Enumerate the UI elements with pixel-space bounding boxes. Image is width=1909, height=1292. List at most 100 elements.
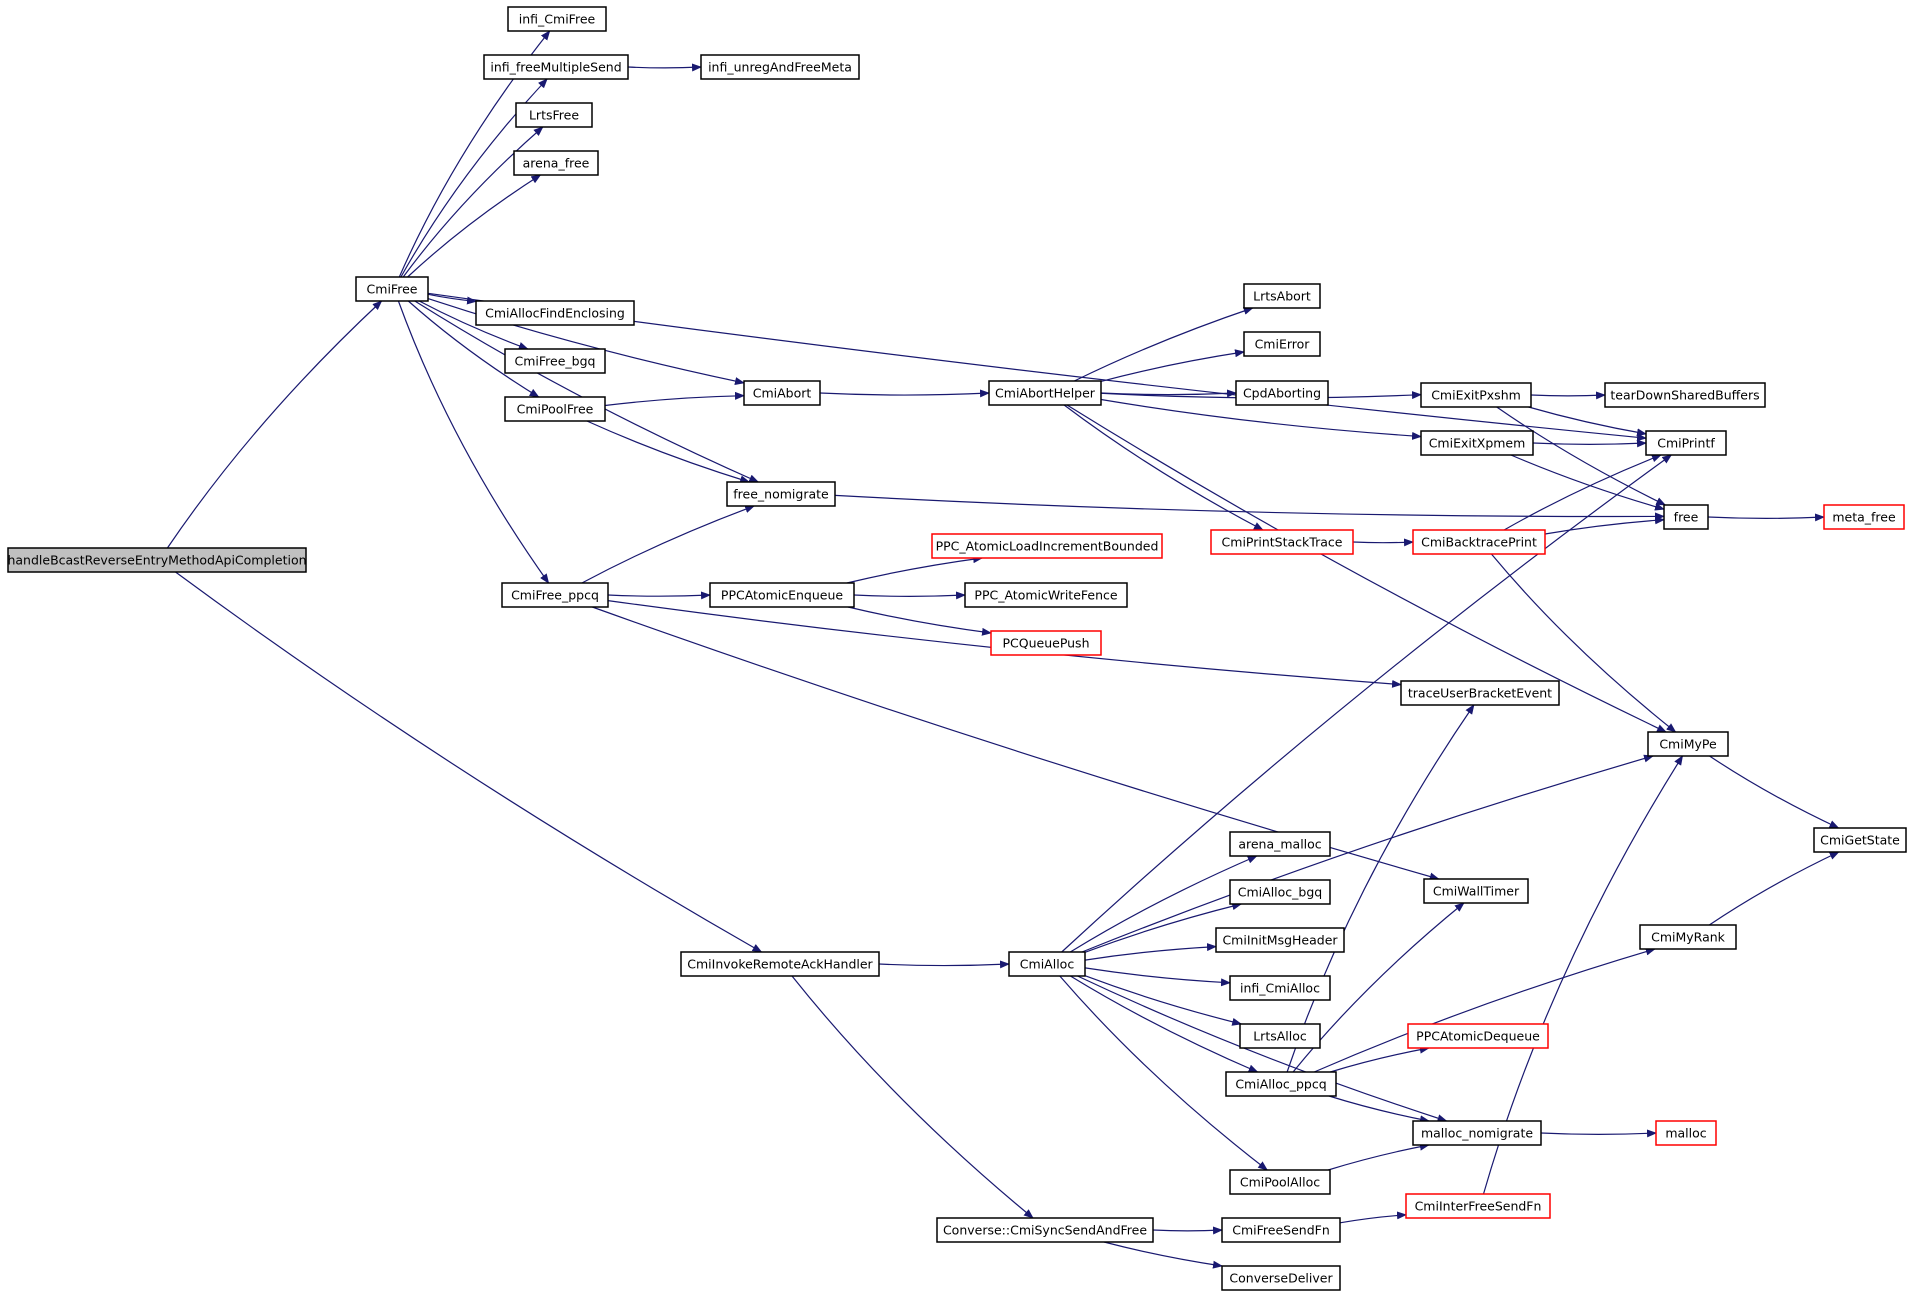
edge-cmifree-ppcq-to-free-nomigrate — [581, 505, 756, 584]
node-box — [1420, 430, 1534, 456]
node-converse-cmisyncsendandfree[interactable]: Converse::CmiSyncSendAndFree — [936, 1217, 1154, 1243]
node-cmimyrank[interactable]: CmiMyRank — [1639, 924, 1737, 950]
node-layer: handleBcastReverseEntryMethodApiCompleti… — [7, 6, 1907, 1291]
edge — [1544, 516, 1665, 535]
node-teardownsharedbuffers[interactable]: tearDownSharedBuffers — [1604, 382, 1766, 408]
node-cpdaborting[interactable]: CpdAborting — [1235, 380, 1329, 406]
node-cmibacktraceprint[interactable]: CmiBacktracePrint — [1412, 529, 1546, 555]
node-label: CmiPoolFree — [517, 402, 594, 417]
node-meta-free[interactable]: meta_free — [1823, 504, 1905, 530]
node-cmiallocfindenclosing[interactable]: CmiAllocFindEnclosing — [475, 300, 635, 326]
node-label: CmiInitMsgHeader — [1222, 933, 1338, 948]
edge — [1084, 943, 1217, 961]
node-handlebcastreverseentrymethodapicompletion[interactable]: handleBcastReverseEntryMethodApiCompleti… — [7, 547, 307, 573]
node-ppcatomicdequeue[interactable]: PPCAtomicDequeue — [1407, 1023, 1549, 1049]
edge-cmiprintstacktrace-to-cmibacktraceprint — [1352, 538, 1414, 547]
node-lrtsabort[interactable]: LrtsAbort — [1243, 283, 1321, 309]
node-traceuserbracketevent[interactable]: traceUserBracketEvent — [1400, 680, 1560, 706]
node-free[interactable]: free — [1663, 504, 1709, 530]
node-cmialloc[interactable]: CmiAlloc — [1008, 951, 1086, 977]
node-label: arena_free — [523, 156, 590, 171]
edge-cmifreesendfn-to-cmiinterfreesendfn — [1339, 1211, 1407, 1224]
edge — [427, 293, 477, 305]
edge — [1059, 975, 1268, 1171]
node-label: CmiInvokeRemoteAckHandler — [687, 957, 873, 972]
node-arena-free[interactable]: arena_free — [513, 150, 599, 176]
edge — [1510, 454, 1665, 511]
node-box — [1823, 504, 1905, 530]
node-free-nomigrate[interactable]: free_nomigrate — [726, 481, 836, 507]
node-cmierror[interactable]: CmiError — [1243, 331, 1321, 357]
node-malloc-nomigrate[interactable]: malloc_nomigrate — [1412, 1120, 1542, 1146]
node-label: CmiInterFreeSendFn — [1415, 1199, 1542, 1214]
edge — [1077, 975, 1448, 1123]
node-cmiexitpxshm[interactable]: CmiExitPxshm — [1420, 382, 1532, 408]
edge-cmifree-to-lrtsfree — [402, 126, 544, 278]
edge-cmialloc-to-cmialloc-bgq — [1084, 902, 1243, 953]
node-box — [1412, 529, 1546, 555]
node-arena-malloc[interactable]: arena_malloc — [1229, 831, 1331, 857]
node-cmialloc-bgq[interactable]: CmiAlloc_bgq — [1229, 879, 1331, 905]
node-cmiinterfreesendfn[interactable]: CmiInterFreeSendFn — [1405, 1193, 1551, 1219]
node-cmiinvokeremoteackhandler[interactable]: CmiInvokeRemoteAckHandler — [680, 951, 880, 977]
edge — [1707, 513, 1825, 522]
node-label: infi_CmiFree — [519, 12, 596, 27]
node-cmifreesendfn[interactable]: CmiFreeSendFn — [1221, 1217, 1341, 1243]
node-label: CmiFree — [367, 282, 418, 297]
node-infi-cmifree[interactable]: infi_CmiFree — [507, 6, 607, 32]
node-cmifree-bgq[interactable]: CmiFree_bgq — [504, 348, 606, 374]
node-cmiexitxpmem[interactable]: CmiExitXpmem — [1420, 430, 1534, 456]
edge-cmiexitpxshm-to-teardownsharedbuffers — [1530, 391, 1606, 400]
node-lrtsalloc[interactable]: LrtsAlloc — [1239, 1023, 1321, 1049]
node-cmifree-ppcq[interactable]: CmiFree_ppcq — [501, 582, 609, 608]
node-box — [1225, 1071, 1337, 1097]
edge-cmiabort-to-cmiaborthelper — [819, 389, 990, 398]
node-infi-freemultiplesend[interactable]: infi_freeMultipleSend — [483, 54, 629, 80]
node-cmiaborthelper[interactable]: CmiAbortHelper — [988, 380, 1102, 406]
node-lrtsfree[interactable]: LrtsFree — [515, 102, 593, 128]
node-pcqueuepush[interactable]: PCQueuePush — [990, 630, 1102, 656]
edge-cmialloc-ppcq-to-cmimyrank — [1313, 947, 1656, 1073]
node-cmiabort[interactable]: CmiAbort — [743, 380, 821, 406]
node-cmiwalltimer[interactable]: CmiWallTimer — [1423, 878, 1529, 904]
edge-handlebcastreverseentrymethodapicompletion-to-cmifree — [166, 300, 383, 549]
edge — [604, 391, 745, 407]
node-ppc-atomicwritefence[interactable]: PPC_AtomicWriteFence — [964, 582, 1128, 608]
node-malloc[interactable]: malloc — [1655, 1120, 1717, 1146]
node-box — [709, 582, 855, 608]
node-infi-cmialloc[interactable]: infi_CmiAlloc — [1229, 975, 1331, 1001]
node-label: LrtsFree — [529, 108, 579, 123]
edge — [1066, 404, 1667, 733]
node-cmialloc-ppcq[interactable]: CmiAlloc_ppcq — [1225, 1071, 1337, 1097]
node-cmiprintf[interactable]: CmiPrintf — [1645, 430, 1727, 456]
node-box — [1400, 680, 1560, 706]
node-cmipoolalloc[interactable]: CmiPoolAlloc — [1229, 1169, 1331, 1195]
node-label: CmiPrintStackTrace — [1222, 535, 1343, 550]
edge — [791, 975, 1034, 1219]
edge-cmiexitpxshm-to-cmiprintf — [1528, 406, 1647, 437]
edge — [1070, 975, 1259, 1073]
edge-cmialloc-ppcq-to-ppcatomicdequeue — [1330, 1045, 1430, 1073]
node-cmifree[interactable]: CmiFree — [355, 276, 429, 302]
node-cmipoolfree[interactable]: CmiPoolFree — [504, 396, 606, 422]
node-cmiprintstacktrace[interactable]: CmiPrintStackTrace — [1210, 529, 1354, 555]
node-infi-unregandfreemeta[interactable]: infi_unregAndFreeMeta — [700, 54, 860, 80]
edge — [581, 505, 756, 584]
node-cmiinitmsgheader[interactable]: CmiInitMsgHeader — [1215, 927, 1345, 953]
node-ppcatomicenqueue[interactable]: PPCAtomicEnqueue — [709, 582, 855, 608]
node-cmimype[interactable]: CmiMyPe — [1647, 731, 1729, 757]
edge — [819, 389, 990, 398]
edge — [407, 300, 540, 398]
edge-cmialloc-to-lrtsalloc — [1084, 975, 1243, 1026]
node-box — [1221, 1265, 1341, 1291]
node-conversedeliver[interactable]: ConverseDeliver — [1221, 1265, 1341, 1291]
edge-cmialloc-to-cmiinitmsgheader — [1084, 943, 1217, 961]
node-label: CmiFree_ppcq — [511, 588, 599, 603]
node-box — [1813, 827, 1907, 853]
node-cmigetstate[interactable]: CmiGetState — [1813, 827, 1907, 853]
node-box — [7, 547, 307, 573]
edge-cmibacktraceprint-to-free — [1544, 516, 1665, 535]
edge — [1330, 1045, 1430, 1073]
node-ppc-atomicloadincrementbounded[interactable]: PPC_AtomicLoadIncrementBounded — [931, 533, 1163, 559]
node-label: CmiError — [1255, 337, 1311, 352]
